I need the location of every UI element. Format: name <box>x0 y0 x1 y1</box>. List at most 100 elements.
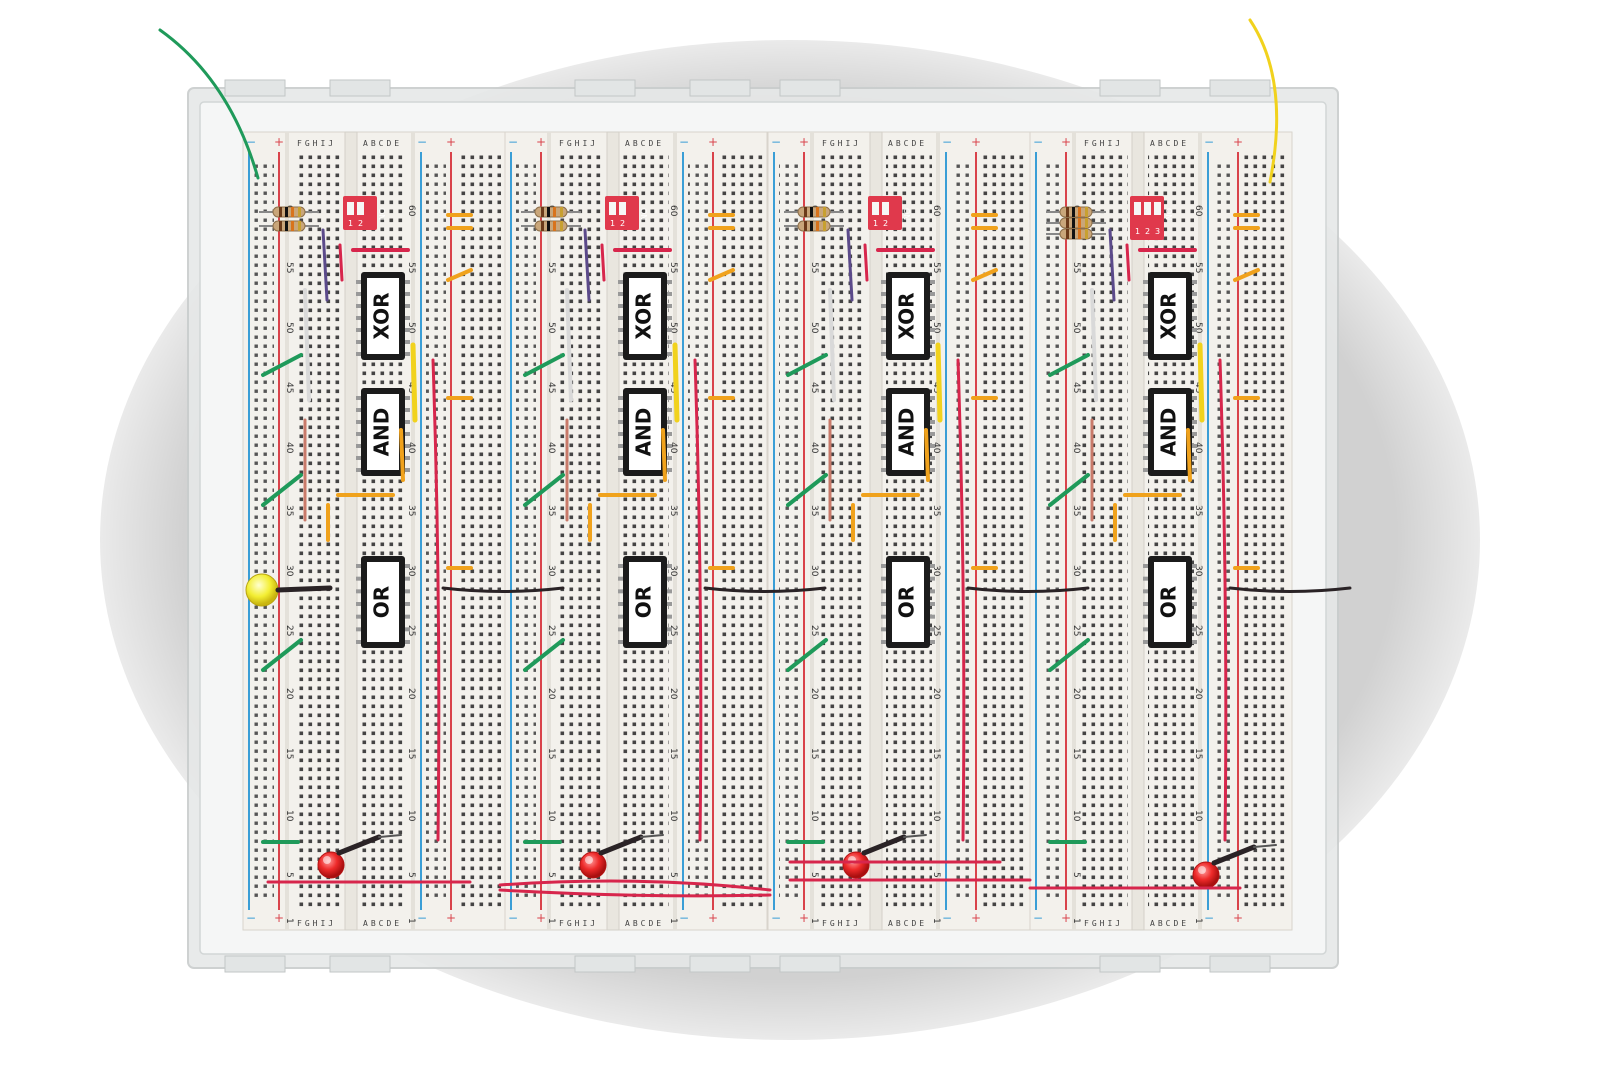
pulldown-resistor <box>1046 217 1106 229</box>
black-led-wire <box>336 834 382 856</box>
row-number: 35 <box>546 505 556 516</box>
row-number: 45 <box>1071 382 1081 393</box>
chip-pin <box>881 444 886 448</box>
green-jumper <box>261 473 303 507</box>
ic-chip: AND <box>881 388 935 476</box>
row-number: 10 <box>284 810 294 822</box>
chip-pin <box>1143 456 1148 460</box>
chip-pin <box>356 328 361 332</box>
led-highlight <box>323 856 331 864</box>
rail-plus-sign: + <box>971 135 981 149</box>
resistor-band <box>810 221 813 231</box>
black-led-wire <box>1211 844 1257 866</box>
yellow-jumper <box>672 342 680 423</box>
pulldown-resistor <box>784 206 844 218</box>
row-number: 20 <box>284 688 294 700</box>
dip-toggle <box>347 202 354 215</box>
chip-pin <box>667 292 672 296</box>
resistor-band <box>1078 218 1081 228</box>
chip-pin <box>405 420 410 424</box>
row-number: 55 <box>809 262 819 273</box>
led-resistor <box>378 834 402 838</box>
chip-label-tape <box>367 562 399 642</box>
terminal-holes-right <box>1148 154 1194 908</box>
row-number: 40 <box>284 442 294 454</box>
resistor-band <box>1072 229 1075 239</box>
center-channel <box>344 131 358 931</box>
chip-pin <box>881 292 886 296</box>
chip-pin <box>1192 352 1197 356</box>
chip-pin <box>1143 304 1148 308</box>
green-jumper <box>261 353 303 377</box>
external-green-wire <box>158 28 260 180</box>
green-jumper <box>261 638 303 672</box>
chip-pin <box>667 576 672 581</box>
frame-tab <box>689 79 751 97</box>
terminal-holes-left <box>820 154 866 908</box>
chip-pin <box>881 396 886 400</box>
chip-pin <box>930 602 935 606</box>
chip-pin <box>356 316 361 320</box>
chip-pin <box>618 627 623 632</box>
chip-pin <box>881 420 886 424</box>
orange-jumper <box>1233 268 1260 282</box>
led-resistor <box>640 834 664 838</box>
ic-chip: OR <box>618 556 672 648</box>
row-number: 50 <box>1071 322 1081 334</box>
row-number: 35 <box>406 505 416 516</box>
chip-pin <box>667 420 672 424</box>
chip-pin <box>618 292 623 296</box>
dip-toggle <box>609 202 616 215</box>
chip-pin <box>356 614 361 619</box>
chip-pin <box>667 627 672 632</box>
row-number: 20 <box>546 688 556 700</box>
column-letters: ABCDE <box>363 139 402 148</box>
terminal-holes-right <box>886 154 932 908</box>
chip-pin <box>667 614 672 619</box>
chip-pin <box>881 280 886 284</box>
rail-holes <box>254 160 274 902</box>
chip-pin <box>881 328 886 332</box>
terminal-holes-left <box>295 154 341 908</box>
row-number: 15 <box>931 748 941 759</box>
chip-pin <box>1192 564 1197 568</box>
chip-pin <box>667 432 672 436</box>
chip-pin <box>930 444 935 448</box>
chip-pin <box>405 280 410 284</box>
chip-pin <box>356 292 361 296</box>
frame-tab <box>224 955 286 973</box>
row-number: 15 <box>1193 748 1203 759</box>
chip-label: OR <box>632 586 656 618</box>
row-number: 1 <box>1071 918 1081 924</box>
pulldown-resistor <box>259 220 319 232</box>
rail-minus-sign: − <box>246 911 256 925</box>
chip-pin <box>1192 602 1197 606</box>
chip-pin <box>405 614 410 619</box>
red-jumper <box>338 243 344 282</box>
chip-pin <box>618 589 623 594</box>
breadboard-module: −+−+−+−+FGHIJABCDEFGHIJABCDE606055555050… <box>1029 131 1293 931</box>
row-number: 55 <box>546 262 556 273</box>
column-letters: FGHIJ <box>559 919 598 928</box>
row-number: 1 <box>1193 918 1203 924</box>
row-number: 60 <box>931 205 941 217</box>
chip-pin <box>881 468 886 472</box>
terminal-holes-extra <box>719 154 763 908</box>
resistor-band <box>291 221 294 231</box>
chip-pin <box>405 602 410 606</box>
chip-pin <box>618 640 623 644</box>
ic-chip: XOR <box>1143 272 1197 360</box>
row-number: 45 <box>668 382 678 393</box>
chip-pin <box>667 589 672 594</box>
white-jumper <box>303 288 311 402</box>
black-led-wire <box>861 834 907 856</box>
orange-jumper <box>708 268 735 282</box>
chip-label: OR <box>370 586 394 618</box>
row-number: 20 <box>809 688 819 700</box>
resistor-band <box>804 221 807 231</box>
chip-pin <box>930 304 935 308</box>
terminal-holes-right <box>361 154 407 908</box>
chip-pin <box>405 432 410 436</box>
chip-pin <box>405 304 410 308</box>
